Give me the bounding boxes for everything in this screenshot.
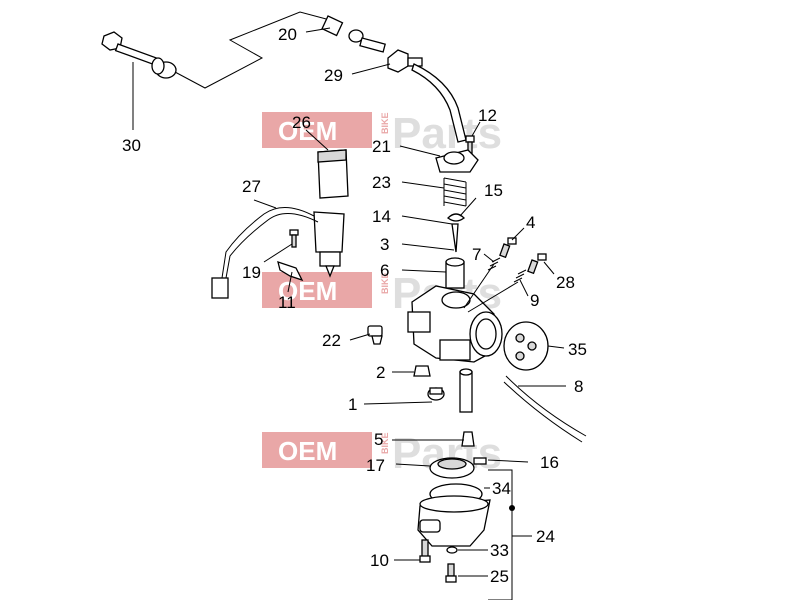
leader-28 <box>543 261 555 275</box>
leader-29 <box>351 63 391 75</box>
callout-16: 16 <box>540 453 559 472</box>
leader-7 <box>483 253 495 263</box>
callout-19: 19 <box>242 263 261 282</box>
bracket-24-dot <box>509 505 515 511</box>
part-20-fitting <box>321 15 386 53</box>
part-26-cap <box>317 149 349 199</box>
callout-21: 21 <box>372 137 391 156</box>
part-22-screw <box>367 325 383 345</box>
callout-28: 28 <box>556 273 575 292</box>
callout-10: 10 <box>370 551 389 570</box>
callout-29: 29 <box>324 66 343 85</box>
callout-1: 1 <box>348 395 357 414</box>
svg-text:BIKE: BIKE <box>380 272 390 294</box>
leader-9 <box>519 279 529 297</box>
guide-line-1 <box>463 263 495 309</box>
part-30-bolt <box>101 31 177 79</box>
callout-4: 4 <box>526 213 535 232</box>
leader-6 <box>401 269 447 273</box>
leader-27 <box>253 199 277 209</box>
part-9-spring <box>513 269 527 283</box>
svg-text:BIKE: BIKE <box>380 112 390 134</box>
callout-7: 7 <box>472 245 481 264</box>
callout-26: 26 <box>292 113 311 132</box>
callout-2: 2 <box>376 363 385 382</box>
leader-12 <box>471 121 481 137</box>
part-19-screw <box>289 229 299 248</box>
callout-8: 8 <box>574 377 583 396</box>
part-10-screw <box>419 539 431 563</box>
bracket-24 <box>488 469 513 600</box>
leader-16 <box>487 459 529 463</box>
callout-34: 34 <box>492 479 511 498</box>
leader-14 <box>401 215 453 225</box>
callout-33: 33 <box>490 541 509 560</box>
part-23-spring <box>443 177 467 207</box>
part-24-float-bowl <box>417 495 491 547</box>
svg-text:OEM: OEM <box>278 436 337 466</box>
leader-17 <box>395 463 431 467</box>
callout-25: 25 <box>490 567 509 586</box>
svg-text:BIKE: BIKE <box>380 432 390 454</box>
callout-11: 11 <box>278 293 296 312</box>
part-6-slide <box>445 257 465 289</box>
part-20-cable-route <box>174 11 331 89</box>
part-17-float <box>429 457 475 479</box>
leader-4 <box>511 227 525 241</box>
part-8-hose <box>503 375 587 443</box>
part-14-needle <box>451 223 459 253</box>
leader-23 <box>401 181 445 189</box>
callout-30: 30 <box>122 136 141 155</box>
part-16-pin <box>473 457 487 465</box>
guide-line-2 <box>467 281 519 313</box>
leader-1 <box>363 401 433 405</box>
leader-11 <box>287 271 293 293</box>
emulsion-tube <box>459 368 473 413</box>
leader-35 <box>547 345 565 349</box>
callout-15: 15 <box>484 181 503 200</box>
callout-22: 22 <box>322 331 341 350</box>
leader-26 <box>305 129 329 151</box>
part-2-jet <box>413 365 431 377</box>
callout-23: 23 <box>372 173 391 192</box>
svg-text:Parts: Parts <box>392 109 502 158</box>
part-21-cap <box>435 149 479 173</box>
leader-22 <box>349 333 371 341</box>
callout-20: 20 <box>278 25 297 44</box>
callout-3: 3 <box>380 235 389 254</box>
leader-15 <box>459 197 477 217</box>
carburetor-body <box>407 285 503 363</box>
callout-27: 27 <box>242 177 261 196</box>
part-29-adjuster <box>387 49 467 143</box>
part-5-needle-valve <box>461 431 475 447</box>
callout-6: 6 <box>380 261 389 280</box>
part-11-bracket <box>277 261 304 282</box>
part-28-screw <box>527 253 547 275</box>
leader-3 <box>401 243 455 251</box>
callout-14: 14 <box>372 207 391 226</box>
leader-19 <box>263 243 293 263</box>
leader-21 <box>399 145 441 157</box>
part-33-o-ring <box>446 546 458 554</box>
leader-20 <box>305 27 331 33</box>
callout-12: 12 <box>478 106 497 125</box>
part-1-jet <box>427 387 445 401</box>
callout-35: 35 <box>568 340 587 359</box>
part-25-screw <box>445 563 457 583</box>
callout-17: 17 <box>366 456 385 475</box>
callout-24: 24 <box>536 527 555 546</box>
part-15-clip <box>447 213 465 222</box>
callout-9: 9 <box>530 291 539 310</box>
callout-5: 5 <box>374 430 383 449</box>
part-4-screw <box>499 237 517 259</box>
part-27-choke <box>211 207 345 299</box>
part-35-disk <box>503 321 549 371</box>
